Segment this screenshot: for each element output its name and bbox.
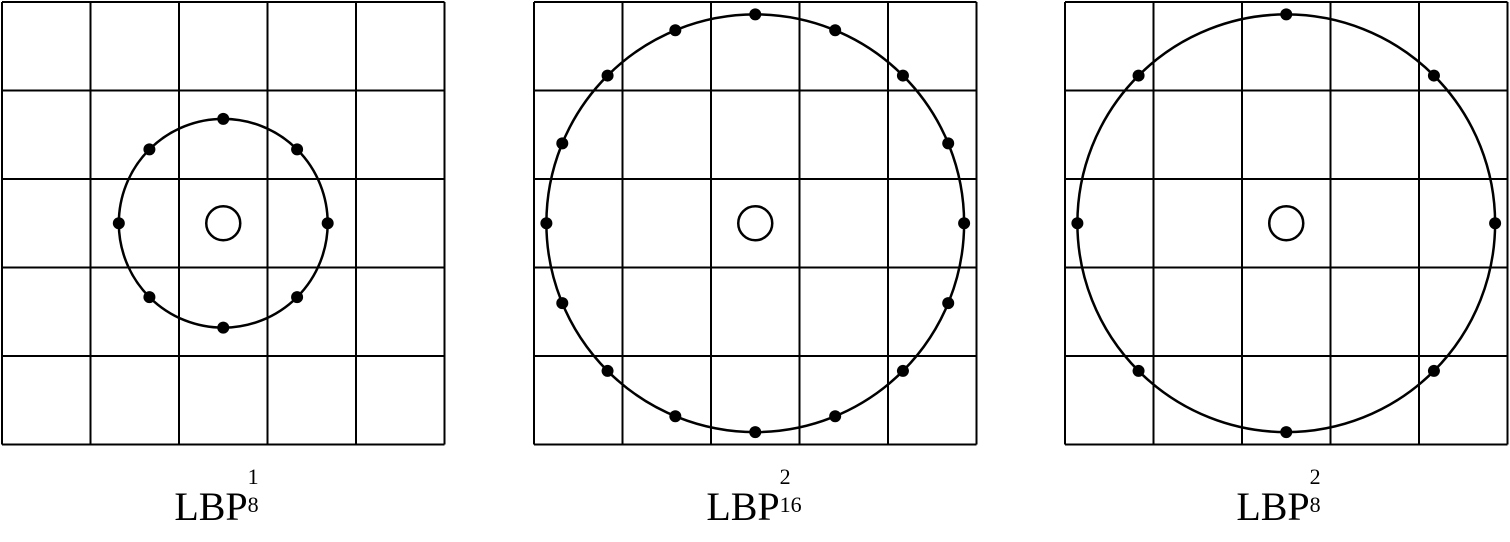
- sample-point: [601, 69, 614, 82]
- sample-point: [321, 217, 334, 230]
- sample-point: [958, 217, 971, 230]
- center-pixel-marker: [1268, 205, 1305, 242]
- lbp-panel-3: [1064, 1, 1509, 446]
- sample-point: [829, 410, 842, 423]
- sample-point: [556, 137, 569, 150]
- sample-point: [749, 8, 762, 21]
- sample-point: [669, 24, 682, 37]
- label-name: LBP: [1236, 484, 1310, 529]
- sample-point: [143, 291, 156, 304]
- label-superscript: 2: [779, 464, 791, 489]
- center-pixel-marker: [737, 205, 774, 242]
- sample-point: [112, 217, 125, 230]
- sample-point: [556, 297, 569, 310]
- label-name: LBP: [706, 484, 780, 529]
- sample-point: [217, 321, 230, 334]
- sample-point: [291, 143, 304, 156]
- center-pixel-marker: [205, 205, 242, 242]
- sample-point: [1427, 69, 1440, 82]
- sample-point: [896, 364, 909, 377]
- lbp-panel-1: [1, 1, 446, 446]
- label-superscript: 2: [1309, 464, 1321, 489]
- sample-point: [1280, 426, 1293, 439]
- label-subscript: 16: [779, 492, 802, 517]
- sample-point: [749, 426, 762, 439]
- sample-point: [1489, 217, 1502, 230]
- label-name: LBP: [174, 484, 248, 529]
- lbp-panel-2: [533, 1, 978, 446]
- sample-point: [896, 69, 909, 82]
- sample-point: [1132, 69, 1145, 82]
- label-subscript: 8: [247, 492, 259, 517]
- label-superscript: 1: [247, 464, 259, 489]
- label-subscript: 8: [1309, 492, 1321, 517]
- sample-point: [143, 143, 156, 156]
- sample-point: [942, 137, 955, 150]
- sample-point: [217, 112, 230, 125]
- sample-point: [291, 291, 304, 304]
- sample-point: [1280, 8, 1293, 21]
- sample-point: [601, 364, 614, 377]
- sample-point: [1132, 364, 1145, 377]
- sample-point: [1071, 217, 1084, 230]
- sample-point: [669, 410, 682, 423]
- sample-point: [829, 24, 842, 37]
- sample-point: [942, 297, 955, 310]
- sample-point: [1427, 364, 1440, 377]
- sample-point: [540, 217, 553, 230]
